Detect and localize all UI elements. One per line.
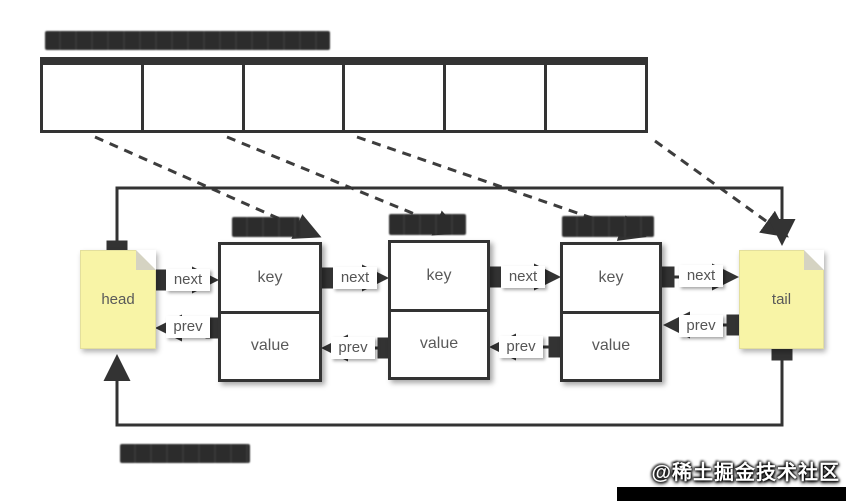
entry-node-2: key value	[388, 240, 490, 380]
pointer-label-prev: prev	[166, 316, 210, 338]
head-to-tail-loop-arrow	[106, 186, 796, 262]
redacted-caption-text	[120, 444, 250, 463]
head-label: head	[101, 291, 135, 308]
redacted-entry1-label	[232, 217, 300, 237]
bucket-to-entry3-dashed-arrow	[356, 135, 647, 241]
watermark-text: @稀土掘金技术社区	[651, 462, 840, 484]
pointer-label-next: next	[333, 267, 377, 289]
bucket-cell-3	[245, 65, 346, 130]
redacted-title-text	[45, 31, 330, 50]
redacted-entry3-label	[562, 216, 654, 237]
watermark-bar	[617, 487, 846, 501]
pointer-label-next: next	[679, 265, 723, 287]
bucket-cell-1	[43, 65, 144, 130]
bucket-to-entry1-dashed-arrow	[94, 135, 322, 239]
pointer-label-next: next	[501, 266, 545, 288]
hash-bucket-array	[40, 57, 648, 133]
tail-node: tail	[739, 250, 824, 349]
pointer-label-prev: prev	[331, 337, 375, 359]
redacted-entry2-label	[389, 214, 466, 235]
bucket-cell-4	[345, 65, 447, 130]
entry2-value-cell: value	[419, 335, 459, 353]
bucket-to-tail-dashed-arrow	[654, 139, 789, 238]
tail-label: tail	[771, 291, 792, 308]
entry1-key-cell: key	[221, 245, 319, 314]
entry3-value-cell: value	[591, 337, 631, 355]
pointer-label-prev: prev	[499, 336, 543, 358]
entry2-key-cell: key	[391, 243, 487, 312]
bucket-cell-2	[144, 65, 245, 130]
folded-corner	[804, 250, 824, 270]
entry-node-1: key value	[218, 242, 322, 382]
entry1-value-cell: value	[250, 337, 290, 355]
tail-to-head-loop-arrow	[103, 339, 793, 427]
folded-corner	[136, 250, 156, 270]
head-node: head	[80, 250, 156, 349]
pointer-label-next: next	[166, 269, 210, 291]
entry3-key-cell: key	[563, 245, 659, 314]
bucket-cell-5	[446, 65, 548, 130]
pointer-label-prev: prev	[679, 315, 723, 337]
entry-node-3: key value	[560, 242, 662, 382]
